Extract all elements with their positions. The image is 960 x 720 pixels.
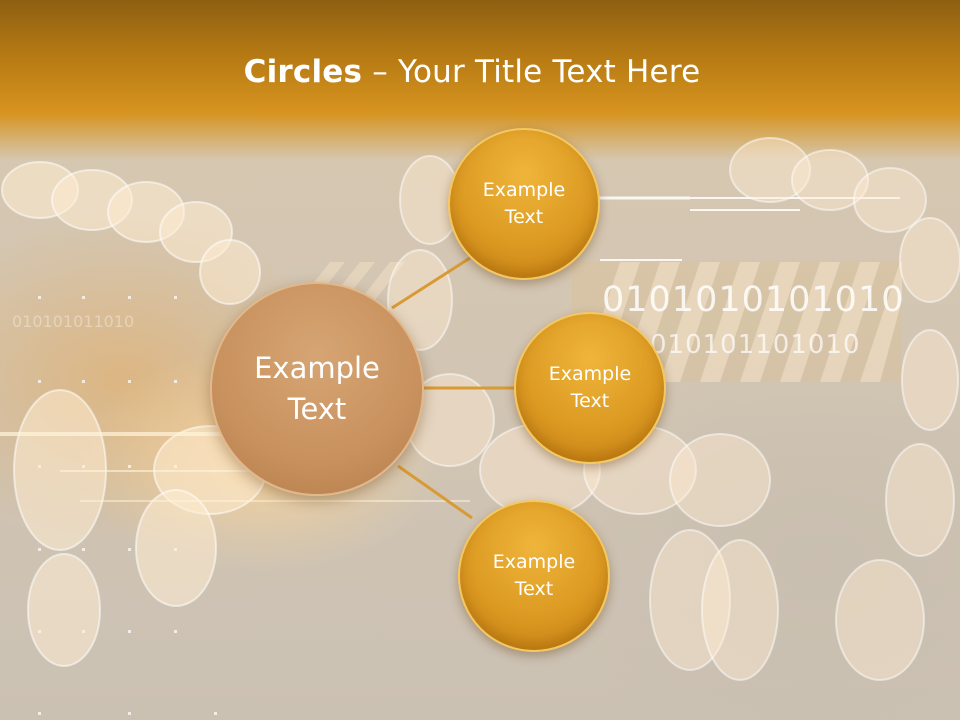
node-top-label-line1: Example (482, 179, 566, 202)
robot-arm-right (729, 137, 960, 681)
binary-text-large: 0101010101010 (602, 280, 905, 320)
node-circle-bottom[interactable]: Example Text (458, 500, 610, 652)
node-middle-label-line2: Text (570, 390, 610, 412)
node-circle-top[interactable]: Example Text (448, 128, 600, 280)
center-circle[interactable]: Example Text (210, 282, 424, 496)
connector-line-top (391, 256, 471, 310)
center-circle-label-line2: Text (287, 392, 347, 426)
title-banner (0, 0, 960, 160)
node-top-label-line2: Text (504, 206, 544, 228)
connector-line-bottom (397, 464, 473, 520)
node-circle-middle[interactable]: Example Text (514, 312, 666, 464)
center-circle-label-line1: Example (254, 350, 380, 385)
node-middle-label-line1: Example (548, 363, 632, 386)
binary-text-faint: 010101011010 (12, 312, 135, 331)
light-streaks (0, 432, 470, 502)
slide-title: Circles – Your Title Text Here (0, 54, 944, 90)
node-bottom-label-line2: Text (514, 578, 554, 600)
slide-title-rest: – Your Title Text Here (362, 54, 701, 90)
node-bottom-label-line1: Example (492, 551, 576, 574)
hud-lines (598, 196, 900, 261)
robot-arm-left (1, 161, 267, 667)
binary-text-medium: 010101101010 (650, 330, 861, 360)
slide-title-bold: Circles (243, 54, 363, 90)
